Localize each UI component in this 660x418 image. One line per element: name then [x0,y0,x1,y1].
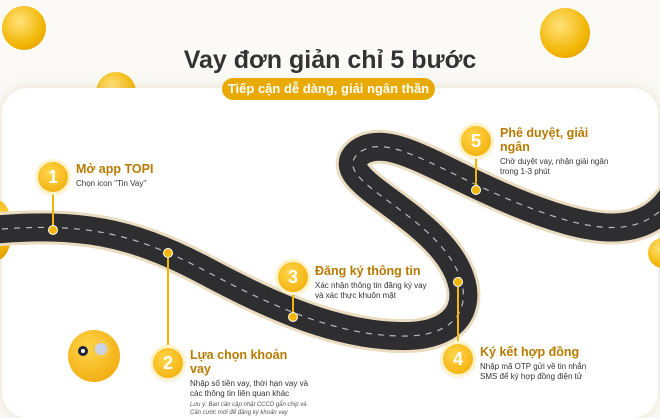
coin-decoration [2,6,46,50]
coin-decoration [648,238,660,268]
step-desc: Xác nhận thông tin đăng ký vay và xác th… [315,281,427,300]
subtitle-badge: Tiếp cận dễ dàng, giải ngân thần tốc [222,78,435,118]
step-4: Ký kết hợp đồng Nhập mã OTP gửi về tin n… [480,345,595,382]
step-connector [52,190,54,230]
step-5: Phê duyệt, giải ngân Chờ duyệt vay, nhận… [500,126,610,177]
mascot-eye-icon [78,346,88,356]
step-desc: Chọn icon "Tin Vay" [76,179,147,188]
step-badge: 1 [38,162,68,192]
road-marker [163,248,173,258]
step-title: Đăng ký thông tin [315,264,421,278]
magnifier-icon [92,340,110,358]
road-marker [453,277,463,287]
step-desc: Chờ duyệt vay, nhận giải ngân trong 1-3 … [500,157,609,176]
step-connector [457,285,459,345]
step-title: Ký kết hợp đồng [480,345,580,359]
step-connector [475,150,477,188]
step-title: Phê duyệt, giải ngân [500,126,589,154]
step-badge: 5 [461,126,491,156]
step-1: Mở app TOPI Chọn icon "Tin Vay" [76,162,216,189]
step-3: Đăng ký thông tin Xác nhận thông tin đăn… [315,264,435,301]
road-marker [471,185,481,195]
road-illustration [0,129,660,354]
step-title: Mở app TOPI [76,162,154,176]
mascot-illustration [68,330,120,382]
step-desc: Nhập mã OTP gửi về tin nhắn SMS để ký hợ… [480,362,587,381]
step-2: Lựa chọn khoản vay Nhập số tiền vay, thờ… [190,348,310,417]
coin-decoration [540,8,590,58]
page-title: Vay đơn giản chỉ 5 bước [183,46,477,74]
step-connector [167,255,169,355]
step-badge: 4 [443,344,473,374]
step-desc: Nhập số tiền vay, thời hạn vay và các th… [190,379,309,398]
road-marker [288,312,298,322]
step-badge: 2 [153,348,183,378]
step-title: Lựa chọn khoản vay [190,348,288,376]
step-badge: 3 [278,262,308,292]
road-marker [48,225,58,235]
step-connector [292,290,294,318]
step-note: Lưu ý: Bạn cần cập nhật CCCD gắn chip và… [190,402,307,416]
